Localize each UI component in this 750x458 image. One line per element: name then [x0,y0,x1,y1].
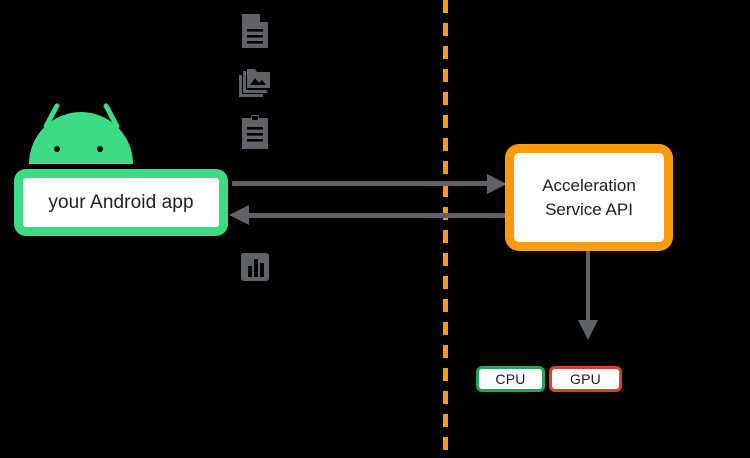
dispatch-arrow-head [578,320,598,340]
response-arrow-head [229,205,249,225]
app-box: your Android app [14,169,228,236]
clipboard-icon [238,113,272,151]
gpu-chip-inner: GPU [552,369,619,389]
cpu-chip-label: CPU [495,371,526,387]
response-arrow-line [248,213,505,218]
cpu-chip: CPU [476,366,545,392]
api-box-inner: Acceleration Service API [514,153,664,242]
acceleration-service-api-box: Acceleration Service API [505,144,673,251]
dispatch-arrow-line [586,251,590,323]
android-eye-right [97,146,103,152]
android-eye-left [54,146,60,152]
app-box-inner: your Android app [23,178,219,227]
dashed-divider [443,0,448,458]
request-arrow-head [487,174,507,194]
request-arrow-line [232,181,490,186]
cpu-chip-inner: CPU [479,369,542,389]
gpu-chip: GPU [549,366,622,392]
bar-chart-icon [238,250,272,284]
document-icon [238,12,272,50]
api-box-label-line1: Acceleration [542,175,636,195]
gpu-chip-label: GPU [570,371,601,387]
android-robot-head-icon [26,100,136,178]
android-dome [29,112,133,164]
api-box-label-line2: Service API [545,199,633,219]
app-box-label: your Android app [48,191,194,213]
image-stack-icon [238,64,272,102]
